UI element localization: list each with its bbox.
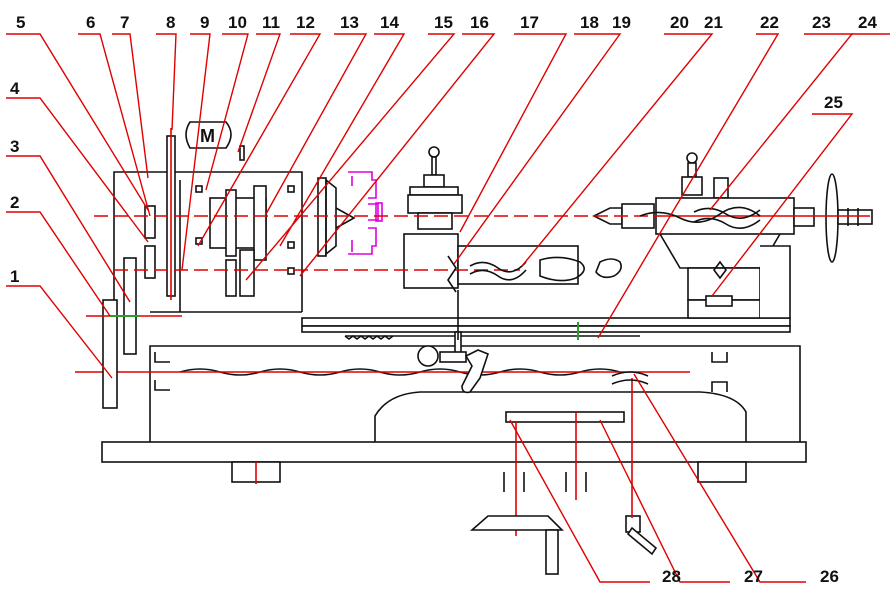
label-17: 17 (520, 13, 539, 32)
base-plate (101, 441, 807, 484)
label-24: 24 (858, 13, 877, 32)
label-9: 9 (200, 13, 209, 32)
controls-lower (469, 260, 733, 575)
label-19: 19 (612, 13, 631, 32)
axis-lines (86, 206, 870, 317)
tailstock (592, 152, 873, 319)
label-15: 15 (434, 13, 453, 32)
label-22: 22 (760, 13, 779, 32)
part-labels: 1 2 3 4 5 6 7 8 9 10 11 12 13 14 15 16 1… (10, 13, 877, 586)
carriage (403, 146, 579, 394)
label-13: 13 (340, 13, 359, 32)
label-14: 14 (380, 13, 399, 32)
label-4: 4 (10, 79, 20, 98)
lathe-bed (75, 317, 801, 442)
motor-label: M (200, 126, 215, 146)
headstock (102, 128, 303, 409)
label-5: 5 (16, 13, 25, 32)
label-10: 10 (228, 13, 247, 32)
label-11: 11 (262, 13, 280, 32)
label-21: 21 (704, 13, 723, 32)
label-23: 23 (812, 13, 831, 32)
spindle-chuck (317, 171, 383, 257)
label-16: 16 (470, 13, 489, 32)
label-7: 7 (120, 13, 129, 32)
label-8: 8 (166, 13, 175, 32)
label-2: 2 (10, 193, 19, 212)
label-20: 20 (670, 13, 689, 32)
label-18: 18 (580, 13, 599, 32)
label-12: 12 (296, 13, 315, 32)
label-26: 26 (820, 567, 839, 586)
label-3: 3 (10, 137, 19, 156)
label-25: 25 (824, 93, 843, 112)
leader-lines (6, 33, 890, 583)
label-28: 28 (662, 567, 681, 586)
label-1: 1 (10, 267, 19, 286)
label-27: 27 (744, 567, 763, 586)
label-6: 6 (86, 13, 95, 32)
